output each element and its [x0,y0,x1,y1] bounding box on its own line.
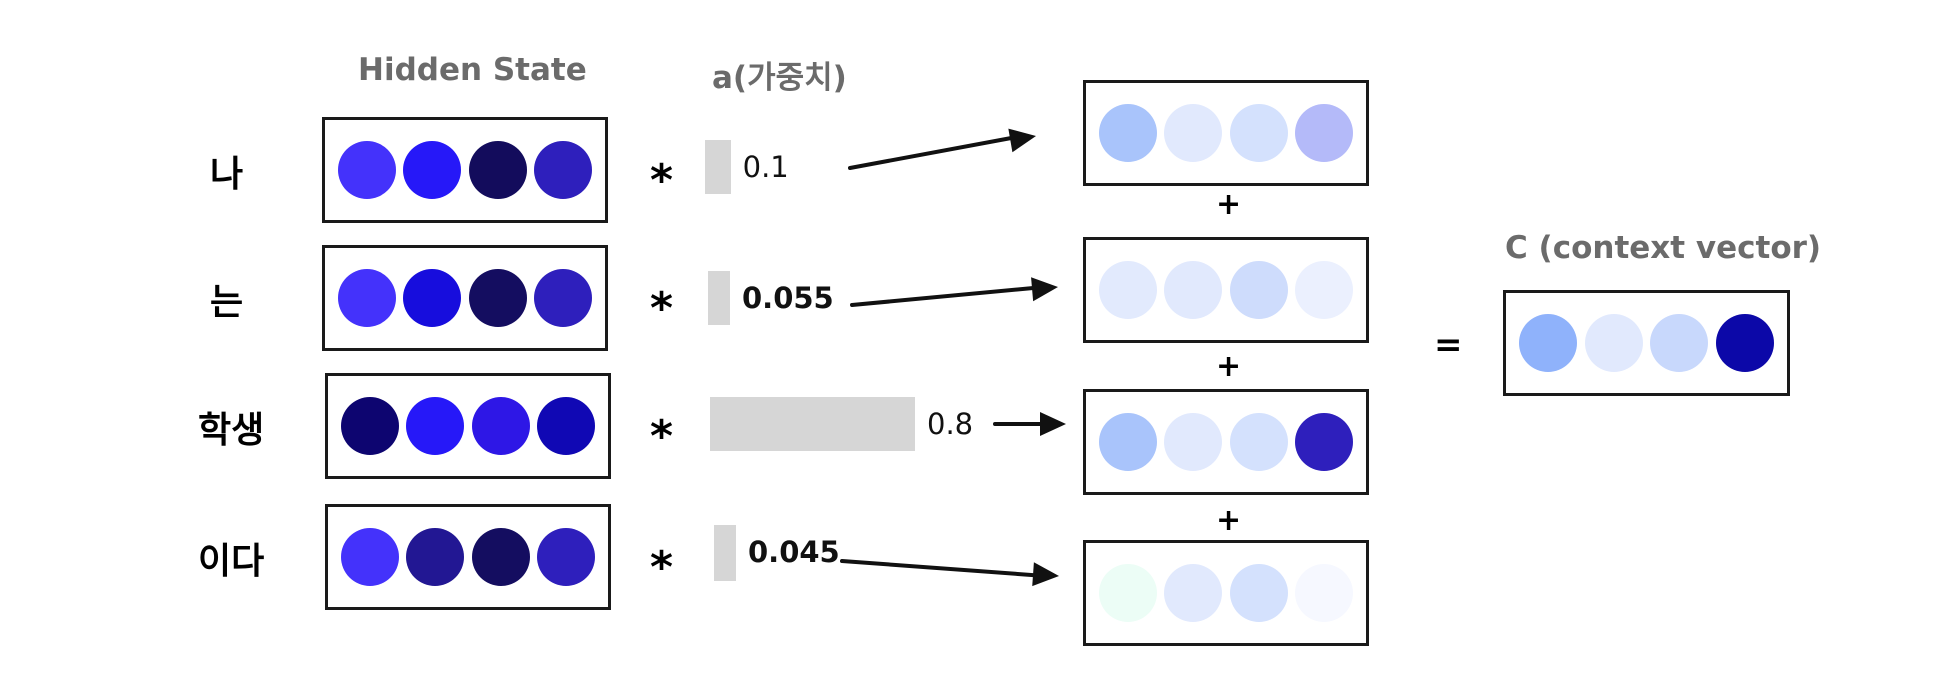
arrow-head [1031,277,1058,302]
weighted-cell [1099,564,1158,622]
weighted-vector [1083,540,1369,646]
hidden-state-cell [536,528,595,586]
weighted-vector [1083,389,1369,495]
token-label: 는 [210,282,244,323]
weighted-vector [1083,237,1369,343]
plus-sign: + [1216,349,1242,384]
weighted-cell [1164,564,1223,622]
weight-bar [714,525,736,581]
weight-bar [710,397,915,451]
plus-sign: + [1216,503,1242,538]
arrow-line [848,134,1024,170]
hidden-state-vector [325,373,611,479]
weighted-cell [1294,564,1353,622]
arrow-line [840,559,1047,578]
weighted-cell [1229,261,1288,319]
context-cell [1519,314,1578,372]
plus-sign: + [1216,187,1242,222]
arrow-head [1040,412,1066,436]
hidden-state-cell [406,397,465,455]
hidden-state-vector [322,245,608,351]
arrow-head [1008,128,1036,153]
weighted-cell [1294,413,1353,471]
hidden-state-header: Hidden State [358,52,587,88]
context-cell [1715,314,1774,372]
hidden-state-cell [533,269,592,327]
hidden-state-cell [536,397,595,455]
context-vector-header: C (context vector) [1505,230,1822,266]
weighted-cell [1229,413,1288,471]
hidden-state-cell [338,141,397,199]
weighted-cell [1294,261,1353,319]
multiply-sign: * [650,155,674,206]
hidden-state-cell [341,397,400,455]
weighted-cell [1099,261,1158,319]
hidden-state-cell [403,141,462,199]
hidden-state-vector [322,117,608,223]
hidden-state-cell [341,528,400,586]
weighted-cell [1229,564,1288,622]
weighted-cell [1294,104,1353,162]
token-label: 나 [210,154,244,195]
multiply-sign: * [650,542,674,593]
weighted-cell [1099,104,1158,162]
context-vector [1503,290,1790,396]
multiply-sign: * [650,283,674,334]
hidden-state-cell [533,141,592,199]
equals-sign: = [1434,325,1463,365]
weight-bar [708,271,730,325]
weight-value: 0.045 [748,535,840,569]
arrow-line [850,285,1046,307]
weighted-vector [1083,80,1369,186]
hidden-state-vector [325,504,611,610]
weight-bar [705,140,731,194]
hidden-state-cell [468,141,527,199]
weighted-cell [1164,104,1223,162]
hidden-state-cell [471,397,530,455]
context-cell [1584,314,1643,372]
hidden-state-cell [406,528,465,586]
weighted-cell [1229,104,1288,162]
weight-value: 0.8 [927,407,974,441]
hidden-state-cell [471,528,530,586]
hidden-state-cell [338,269,397,327]
weight-header: a(가중치) [712,60,847,96]
token-label: 학생 [198,410,265,451]
weighted-cell [1099,413,1158,471]
weight-value: 0.1 [742,150,789,184]
hidden-state-cell [468,269,527,327]
weighted-cell [1164,261,1223,319]
context-cell [1650,314,1709,372]
hidden-state-cell [403,269,462,327]
weighted-cell [1164,413,1223,471]
multiply-sign: * [650,411,674,462]
arrow-head [1032,562,1059,587]
weight-value: 0.055 [742,281,834,315]
token-label: 이다 [198,541,265,582]
